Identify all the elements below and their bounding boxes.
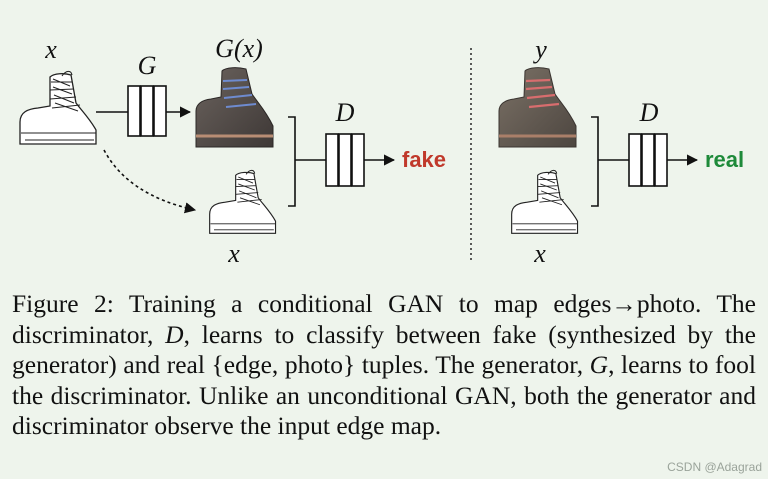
real-boot-image — [499, 68, 576, 147]
caption-after-tuple: tuples. The generator, — [355, 350, 589, 379]
generator-label: G — [138, 51, 157, 80]
caption-tuple-text: edge, photo — [224, 350, 343, 379]
right-discriminator-network-icon — [591, 117, 697, 206]
caption-prefix: Figure 2: Training a conditional GAN to … — [12, 289, 611, 318]
left-discriminator-network-icon — [288, 117, 394, 206]
input-edge-boot-image — [20, 71, 96, 144]
real-condition-edge-boot-image — [512, 170, 578, 233]
generator-network-icon — [96, 86, 190, 136]
gan-training-figure: x G G(x) x D fake y x — [0, 0, 768, 270]
right-discriminator-label: D — [639, 98, 659, 127]
left-bottom-label: x — [227, 239, 240, 268]
watermark-text: CSDN @Adagrad — [667, 460, 762, 474]
fake-label: fake — [402, 147, 446, 172]
input-label: x — [44, 35, 57, 64]
caption-tuple-open: { — [212, 350, 224, 379]
generated-label: G(x) — [215, 34, 263, 63]
generated-boot-image — [196, 68, 273, 147]
real-photo-label: y — [532, 35, 547, 64]
right-bottom-label: x — [533, 239, 546, 268]
caption-g-symbol: G — [590, 350, 608, 379]
real-label: real — [705, 147, 744, 172]
conditioning-edge-boot-image — [210, 170, 276, 233]
caption-arrow: → — [611, 289, 637, 318]
figure-caption: Figure 2: Training a conditional GAN to … — [12, 289, 756, 442]
caption-d-symbol: D — [165, 320, 183, 349]
caption-tuple-close: } — [343, 350, 355, 379]
left-discriminator-label: D — [335, 98, 355, 127]
conditional-input-arrow — [104, 150, 195, 210]
